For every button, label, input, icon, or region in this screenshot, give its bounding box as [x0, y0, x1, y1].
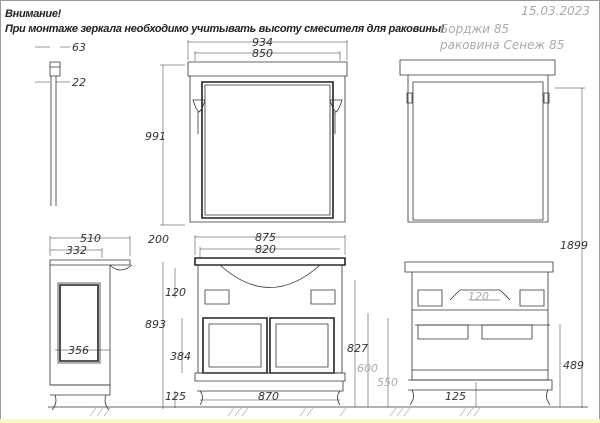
mirror-back-view: 1899	[399, 59, 588, 408]
dim-120-back: 120	[468, 290, 489, 303]
dim-600: 600	[357, 362, 378, 375]
dim-200: 200	[148, 233, 169, 246]
product-name: Борджи 85	[440, 22, 510, 36]
sink-name: раковина Сенеж 85	[440, 38, 565, 52]
date: 15.03.2023	[521, 4, 590, 18]
dim-893: 893	[145, 318, 166, 331]
dim-875: 875	[255, 231, 276, 244]
cabinet-front-view: 875 820 120 893 384 125 870	[145, 231, 346, 409]
dim-489: 489	[563, 359, 584, 372]
cabinet-back-view: 827 600 550 489 125 120	[347, 261, 584, 407]
mirror-side-view: 63 22	[35, 41, 86, 206]
dim-870: 870	[258, 390, 279, 403]
dim-827: 827	[347, 342, 368, 355]
dim-332: 332	[66, 244, 87, 257]
dim-1899: 1899	[560, 239, 588, 252]
dim-63: 63	[72, 41, 86, 54]
cabinet-side-view: 510 332 356	[49, 232, 133, 411]
dim-125-front: 125	[165, 390, 186, 403]
dim-820: 820	[255, 243, 276, 256]
bottom-band	[0, 419, 600, 423]
dim-510: 510	[80, 232, 101, 245]
notice-text: При монтаже зеркала необходимо учитывать…	[5, 23, 445, 35]
dim-356: 356	[68, 344, 89, 357]
dim-120: 120	[165, 286, 186, 299]
dim-22: 22	[72, 76, 86, 89]
dim-384: 384	[170, 350, 191, 363]
dim-991: 991	[145, 130, 166, 143]
floor-line	[48, 406, 588, 417]
notice-title: Внимание!	[5, 8, 62, 20]
dim-934: 934	[252, 36, 273, 49]
dim-125-back: 125	[445, 390, 466, 403]
dim-850: 850	[252, 47, 273, 60]
mirror-front-view: 934 850 991 200	[145, 36, 348, 246]
dim-550: 550	[377, 376, 398, 389]
